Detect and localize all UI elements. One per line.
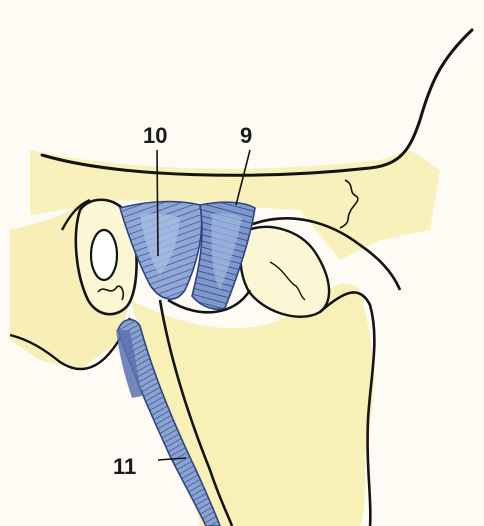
label-11: 11 <box>113 456 136 478</box>
leader-line-10 <box>157 150 158 256</box>
mandibular-condyle <box>241 227 330 317</box>
label-10: 10 <box>143 125 167 147</box>
label-9: 9 <box>240 125 252 147</box>
auditory-meatus <box>91 230 117 280</box>
